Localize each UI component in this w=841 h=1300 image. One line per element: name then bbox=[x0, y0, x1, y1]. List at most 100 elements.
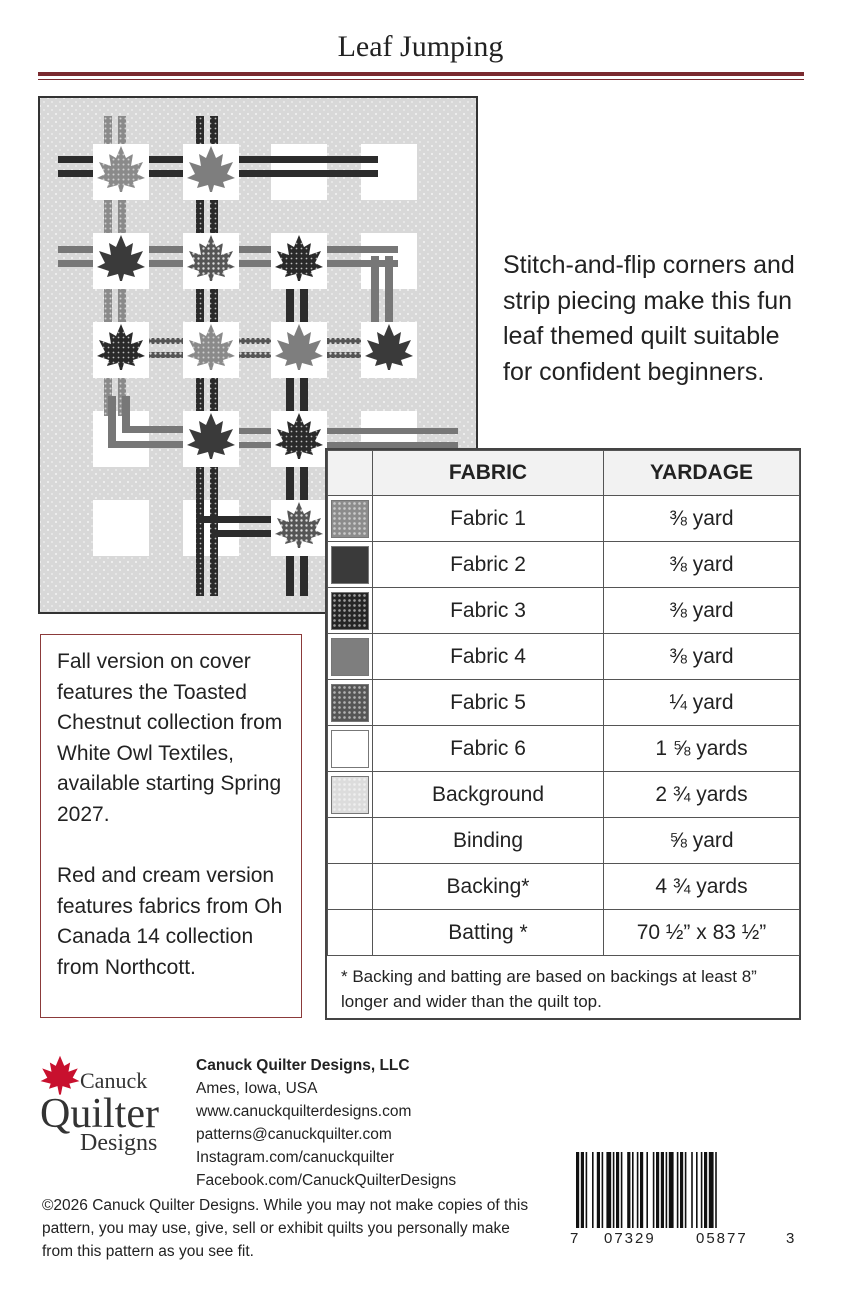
barcode-bar bbox=[652, 1152, 655, 1228]
maple-leaf-icon bbox=[40, 1055, 80, 1095]
fabric-name: Fabric 1 bbox=[372, 495, 604, 542]
fabric-swatch bbox=[331, 591, 369, 630]
fabric-swatch bbox=[331, 775, 369, 814]
table-row: Backing*4 ¾ yards bbox=[327, 863, 800, 910]
fabric-yardage: 70 ½” x 83 ½” bbox=[603, 909, 800, 956]
barcode-bar bbox=[680, 1152, 684, 1228]
fabric-swatch bbox=[331, 545, 369, 584]
title-rule-thin bbox=[38, 79, 804, 80]
fabric-yardage: ⅜ yard bbox=[603, 587, 800, 634]
barcode-group-2: 05877 bbox=[696, 1230, 748, 1247]
barcode-bar bbox=[620, 1152, 623, 1228]
fabric-yardage: ⅜ yard bbox=[603, 541, 800, 588]
website-link[interactable]: www.canuckquilterdesigns.com bbox=[196, 1103, 412, 1120]
barcode-bar bbox=[580, 1152, 584, 1228]
header-fabric: FABRIC bbox=[372, 450, 604, 496]
barcode-bar bbox=[646, 1152, 648, 1228]
cover-para-fall: Fall version on cover features the Toast… bbox=[57, 650, 283, 826]
fabric-yardage: ⅜ yard bbox=[603, 495, 800, 542]
company-location: Ames, Iowa, USA bbox=[196, 1080, 318, 1097]
swatch-cell bbox=[327, 725, 373, 772]
barcode-bar bbox=[691, 1152, 693, 1228]
fabric-name: Binding bbox=[372, 817, 604, 864]
barcode-digit-check: 3 bbox=[786, 1230, 795, 1247]
swatch-cell bbox=[327, 495, 373, 542]
cover-para-red: Red and cream version features fabrics f… bbox=[57, 864, 283, 979]
fabric-name: Backing* bbox=[372, 863, 604, 910]
barcode-bar bbox=[596, 1152, 600, 1228]
fabric-yardage: 1 ⅝ yards bbox=[603, 725, 800, 772]
fabric-swatch bbox=[331, 637, 369, 676]
fabric-swatch bbox=[331, 499, 369, 538]
title-rule-thick bbox=[38, 72, 804, 76]
barcode-bar bbox=[696, 1152, 698, 1228]
fabric-name: Fabric 6 bbox=[372, 725, 604, 772]
quilt-illustration bbox=[38, 96, 478, 614]
barcode-bar bbox=[665, 1152, 668, 1228]
barcode-group-1: 07329 bbox=[604, 1230, 656, 1247]
barcode-bar bbox=[636, 1152, 639, 1228]
barcode-bar bbox=[606, 1152, 612, 1228]
promo-text: Stitch-and-flip corners and strip piecin… bbox=[503, 251, 795, 386]
logo-word-canuck: Canuck bbox=[80, 1068, 148, 1093]
fabric-swatch bbox=[331, 683, 369, 722]
barcode-bar bbox=[668, 1152, 674, 1228]
swatch-cell bbox=[327, 909, 373, 956]
barcode-bar bbox=[601, 1152, 604, 1228]
barcode-bar bbox=[616, 1152, 620, 1228]
fabric-name: Background bbox=[372, 771, 604, 818]
barcode-bar bbox=[660, 1152, 664, 1228]
cover-version-box: Fall version on cover features the Toast… bbox=[40, 634, 302, 1018]
logo-word-designs: Designs bbox=[80, 1130, 158, 1156]
fabric-yardage: ⅝ yard bbox=[603, 817, 800, 864]
barcode-bar bbox=[656, 1152, 660, 1228]
logo-word-quilter: Quilter bbox=[40, 1091, 159, 1137]
swatch-cell bbox=[327, 633, 373, 680]
swatch-cell bbox=[327, 541, 373, 588]
barcode-bar bbox=[612, 1152, 615, 1228]
company-name: Canuck Quilter Designs, LLC bbox=[196, 1057, 410, 1074]
fabric-yardage: ⅜ yard bbox=[603, 633, 800, 680]
fabric-name: Fabric 5 bbox=[372, 679, 604, 726]
swatch-cell bbox=[327, 679, 373, 726]
barcode-bar bbox=[576, 1152, 580, 1228]
swatch-cell bbox=[327, 817, 373, 864]
fabric-name: Fabric 3 bbox=[372, 587, 604, 634]
backing-note: * Backing and batting are based on backi… bbox=[341, 967, 757, 1011]
fabric-yardage: 4 ¾ yards bbox=[603, 863, 800, 910]
fabric-swatch bbox=[331, 729, 369, 768]
barcode-bar bbox=[700, 1152, 703, 1228]
barcode-bar bbox=[627, 1152, 631, 1228]
fabric-yardage: 2 ¾ yards bbox=[603, 771, 800, 818]
barcode-bar bbox=[684, 1152, 687, 1228]
swatch-cell bbox=[327, 863, 373, 910]
fabric-name: Fabric 2 bbox=[372, 541, 604, 588]
barcode-bar bbox=[592, 1152, 594, 1228]
fabric-yardage: ¼ yard bbox=[603, 679, 800, 726]
facebook-link[interactable]: Facebook.com/CanuckQuilterDesigns bbox=[196, 1172, 457, 1189]
barcode-bar bbox=[676, 1152, 679, 1228]
fabric-name: Batting * bbox=[372, 909, 604, 956]
barcode-bar bbox=[585, 1152, 588, 1228]
barcode-bar bbox=[632, 1152, 634, 1228]
barcode-digit-first: 7 bbox=[570, 1230, 579, 1247]
barcode-bar bbox=[640, 1152, 644, 1228]
instagram-link[interactable]: Instagram.com/canuckquilter bbox=[196, 1149, 395, 1166]
table-header-row: FABRIC YARDAGE bbox=[327, 450, 800, 496]
contact-block: Canuck Quilter Designs, LLC Ames, Iowa, … bbox=[196, 1054, 456, 1192]
header-yardage: YARDAGE bbox=[603, 450, 800, 496]
swatch-cell bbox=[327, 587, 373, 634]
barcode-bar bbox=[704, 1152, 708, 1228]
email-link[interactable]: patterns@canuckquilter.com bbox=[196, 1126, 392, 1143]
